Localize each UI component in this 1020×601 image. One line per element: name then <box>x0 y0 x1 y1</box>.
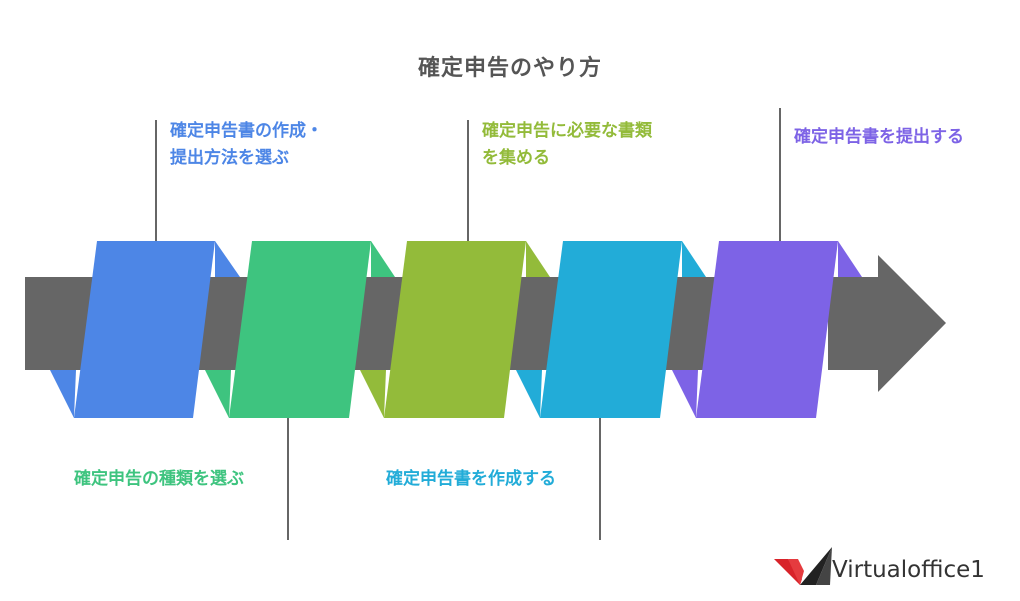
arrow-head <box>828 255 946 392</box>
step-5-block <box>672 241 862 418</box>
step-3-panel <box>384 241 526 418</box>
step-1-label: 確定申告書の作成・ 提出方法を選ぶ <box>170 121 323 168</box>
step-4-block <box>516 241 706 418</box>
step-2-fold-bottom <box>205 370 231 418</box>
step-4-label: 確定申告書を作成する <box>386 469 556 489</box>
step-1-panel <box>74 241 215 418</box>
step-3-fold-bottom <box>360 370 386 418</box>
brand-logo-text: Virtualoffice1 <box>832 557 985 583</box>
step-5-label: 確定申告書を提出する <box>794 127 964 147</box>
page-title: 確定申告のやり方 <box>417 56 602 81</box>
step-2-fold-top <box>371 241 395 277</box>
step-3-fold-top <box>526 241 550 277</box>
step-4-fold-bottom <box>516 370 542 418</box>
v-check-logo-icon <box>774 547 832 585</box>
step-4-fold-top <box>682 241 706 277</box>
step-1-fold-bottom <box>50 370 76 418</box>
step-3-block <box>360 241 550 418</box>
step-2-panel <box>229 241 371 418</box>
step-5-fold-bottom <box>672 370 698 418</box>
step-2-label: 確定申告の種類を選ぶ <box>74 469 244 489</box>
step-4-panel <box>540 241 682 418</box>
brand-logo: Virtualoffice1 <box>772 545 1012 589</box>
step-5-panel <box>696 241 838 418</box>
step-5-fold-top <box>838 241 862 277</box>
step-2-block <box>205 241 395 418</box>
step-3-label: 確定申告に必要な書類 を集める <box>482 121 652 168</box>
step-1-fold-top <box>215 241 240 277</box>
step-1-block <box>50 241 240 418</box>
